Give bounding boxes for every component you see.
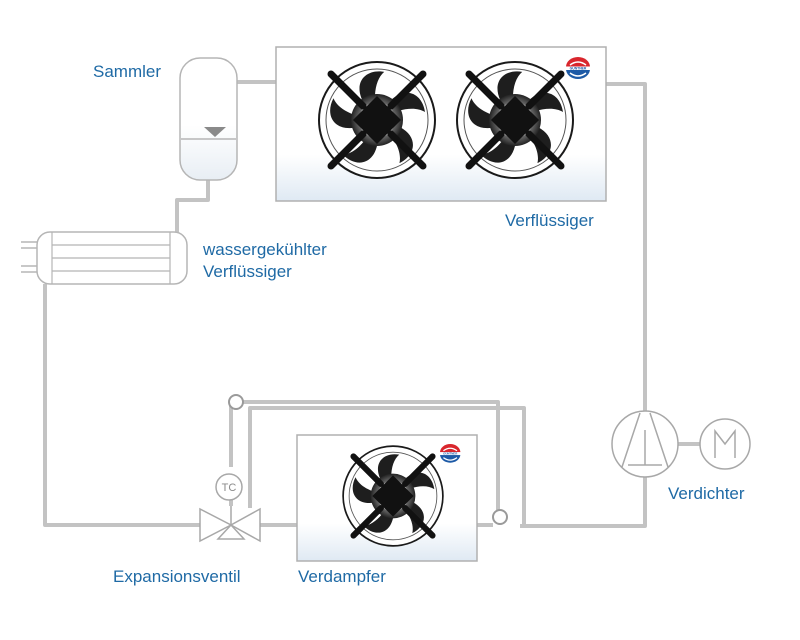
guentner-logo-icon: GÜNTNER [439,444,462,463]
compressor-label: Verdichter [668,484,745,503]
guentner-logo-icon: GÜNTNER [565,57,591,79]
evaporator-unit: GÜNTNER [296,434,478,562]
logo-text: GÜNTNER [570,66,587,71]
water-cooled-condenser [21,231,188,285]
expansion-valve: TC [199,473,261,543]
motor [699,418,751,470]
condenser-label: Verflüssiger [505,211,594,230]
sensor-bulb [228,394,244,410]
evaporator-label: Verdampfer [298,567,386,586]
water-cooled-condenser-label-line2: Verflüssiger [203,262,292,281]
compressor [611,410,679,478]
tc-label: TC [222,482,237,494]
condenser-fan-icon [319,62,435,178]
receiver-tank [179,57,238,181]
evaporator-fan-icon [343,446,443,546]
water-cooled-condenser-label-line1: wassergekühlter [203,240,327,259]
refrigerant-pipes [43,80,700,528]
receiver-label: Sammler [93,62,162,81]
expansion-valve-label: Expansionsventil [113,567,241,586]
logo-text: GÜNTNER [443,451,458,456]
condenser-unit: GÜNTNER [275,46,607,202]
sensor-bulb [492,509,508,525]
condenser-fan-icon [457,62,573,178]
